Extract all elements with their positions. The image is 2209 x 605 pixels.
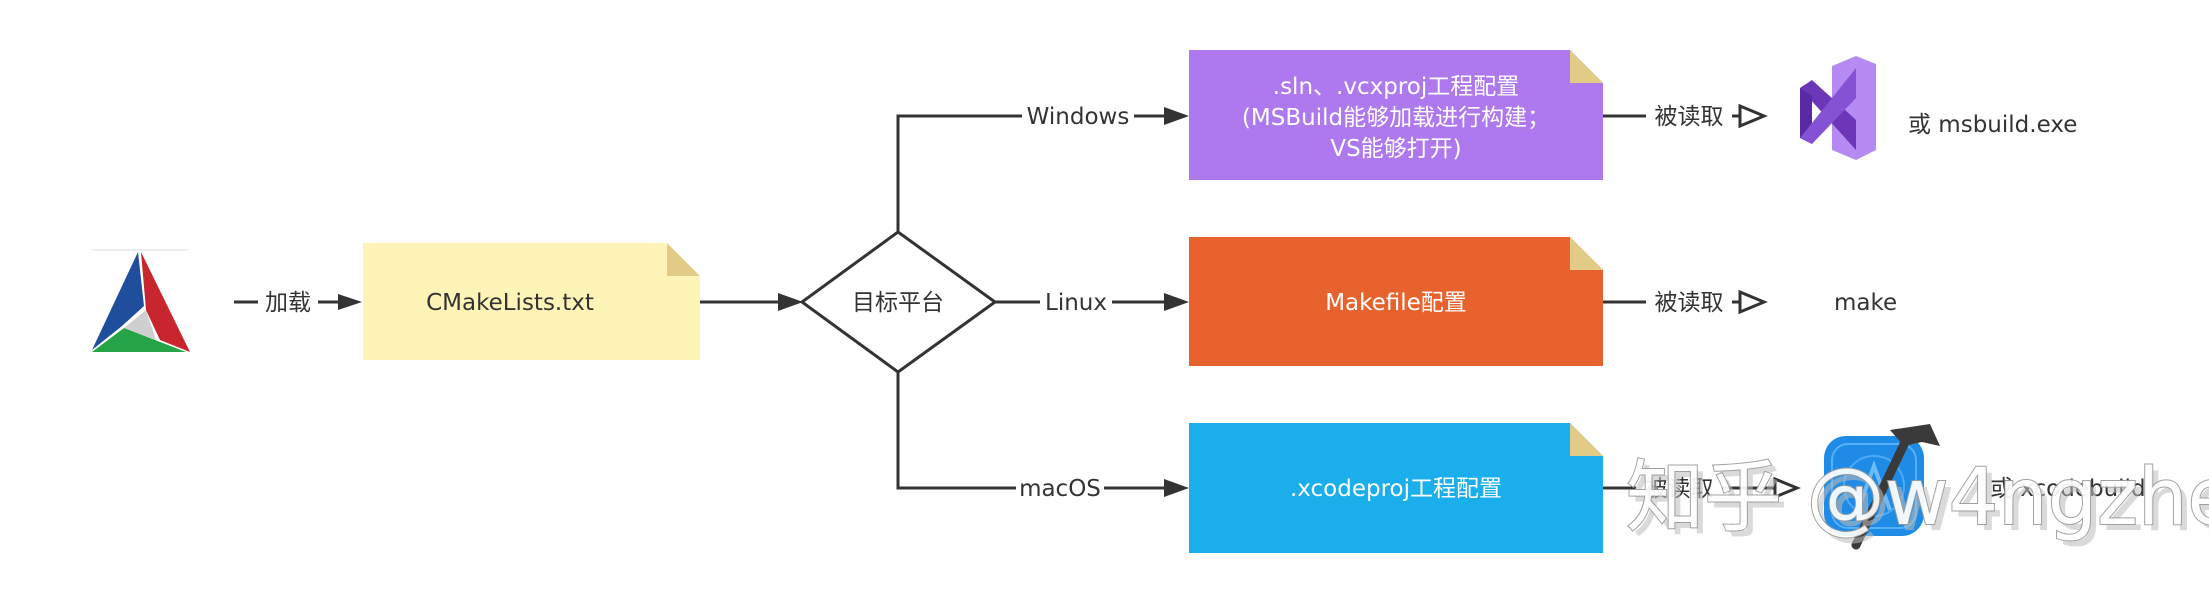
cmakelists-to-decision-edge: [700, 293, 803, 311]
windows-tool-text: 或 msbuild.exe: [1908, 112, 2077, 138]
visual-studio-icon: [1800, 56, 1876, 160]
decision-node[interactable]: 目标平台: [799, 230, 998, 374]
windows-config-line-2: (MSBuild能够加载进行构建；: [1242, 105, 1550, 131]
macos-edge-label: macOS: [1019, 476, 1101, 502]
windows-read-label: 被读取: [1655, 104, 1724, 130]
load-edge: 加载: [234, 286, 362, 316]
macos-config-node[interactable]: .xcodeproj工程配置: [1189, 423, 1603, 553]
linux-config-node[interactable]: Makefile配置: [1189, 237, 1603, 366]
linux-edge: Linux: [995, 286, 1189, 318]
xcode-icon: [1824, 424, 1940, 550]
linux-edge-label: Linux: [1045, 290, 1107, 316]
macos-config-label: .xcodeproj工程配置: [1290, 476, 1502, 502]
linux-tool-text: make: [1834, 290, 1897, 316]
macos-tool-text: 或 xcodebuild: [1990, 476, 2146, 502]
cmake-logo-icon: [92, 249, 190, 352]
linux-config-box: [1189, 237, 1603, 366]
fold-corner: [1570, 423, 1603, 456]
windows-config-node[interactable]: .sln、.vcxproj工程配置 (MSBuild能够加载进行构建； VS能够…: [1189, 50, 1603, 180]
linux-config-label: Makefile配置: [1325, 290, 1467, 316]
windows-read-edge: 被读取: [1603, 100, 1768, 132]
windows-config-line-1: .sln、.vcxproj工程配置: [1273, 74, 1519, 100]
cmakelists-node[interactable]: CMakeLists.txt: [363, 243, 700, 360]
linux-read-label: 被读取: [1655, 290, 1724, 316]
macos-read-label: 被读取: [1645, 476, 1714, 502]
linux-read-edge: 被读取: [1603, 286, 1768, 318]
load-edge-label: 加载: [265, 290, 311, 316]
macos-edge: macOS: [896, 372, 1189, 504]
watermark-text: 知乎 @w4ngzhen: [1626, 453, 2209, 543]
watermark-shadow: 知乎 @w4ngzhen: [1632, 459, 2209, 549]
fold-corner: [667, 243, 700, 276]
fold-corner: [1570, 237, 1603, 270]
windows-config-box: [1189, 50, 1603, 180]
watermark: 知乎 @w4ngzhen 知乎 @w4ngzhen: [1625, 452, 2209, 549]
macos-config-box: [1189, 423, 1603, 553]
cmakelists-box: [363, 243, 700, 360]
decision-label: 目标平台: [852, 290, 944, 316]
windows-edge: Windows: [896, 100, 1189, 232]
macos-read-edge: 被读取: [1603, 472, 1801, 504]
fold-corner: [1570, 50, 1603, 83]
windows-edge-label: Windows: [1027, 104, 1130, 130]
cmakelists-label: CMakeLists.txt: [426, 290, 594, 316]
windows-config-line-3: VS能够打开): [1330, 136, 1461, 162]
